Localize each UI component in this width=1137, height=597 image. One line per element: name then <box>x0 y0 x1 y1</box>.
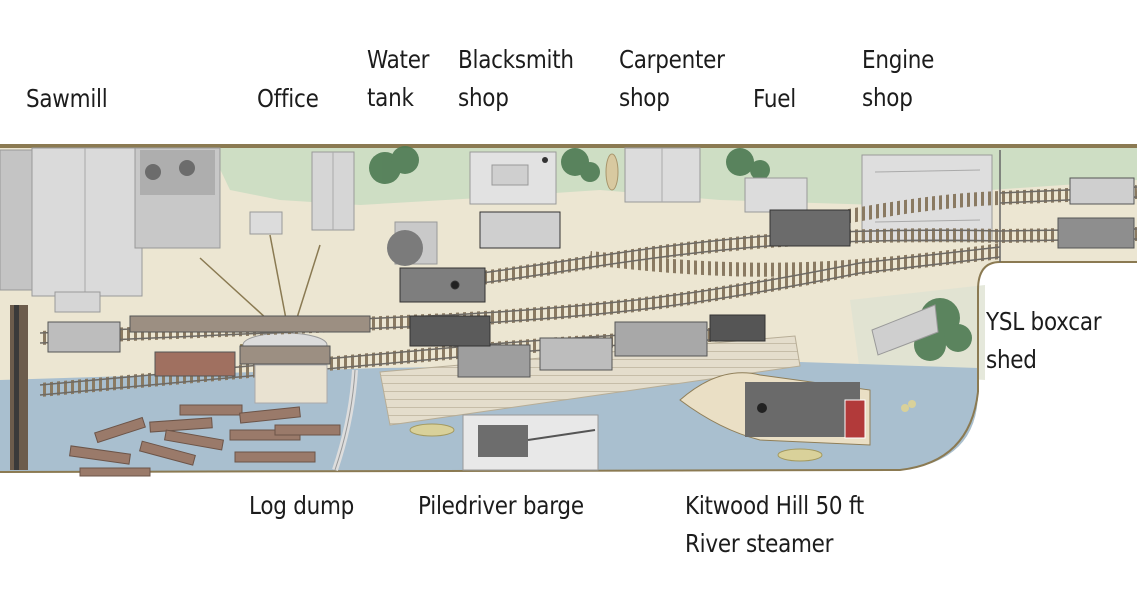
label-carpenter-line2: shop <box>619 83 670 112</box>
log-icon <box>69 404 341 477</box>
boxcar-shed <box>871 304 939 356</box>
label-fuel: Fuel <box>753 84 796 113</box>
label-boxcar-line1: YSL boxcar <box>986 307 1102 336</box>
label-piledriver-barge: Piledriver barge <box>418 491 584 520</box>
water-tank <box>387 221 438 266</box>
label-office: Office <box>257 84 319 113</box>
blacksmith-shop <box>469 151 557 205</box>
label-water-tank: Water tank <box>367 41 430 117</box>
boat-icon <box>679 372 916 462</box>
label-carpenter-shop: Carpenter shop <box>619 41 725 117</box>
locomotive-icon <box>399 209 851 347</box>
label-water-tank-line2: tank <box>367 83 414 112</box>
carpenter-shop <box>605 147 701 203</box>
label-blacksmith-shop: Blacksmith shop <box>458 41 574 117</box>
label-carpenter-line1: Carpenter <box>619 45 725 74</box>
label-engine-line1: Engine <box>862 45 935 74</box>
label-blacksmith-line2: shop <box>458 83 509 112</box>
boxcar-icon <box>47 177 1135 378</box>
label-river-steamer: Kitwood Hill 50 ft River steamer <box>685 487 864 563</box>
label-boxcar-shed: YSL boxcar shed <box>986 303 1102 379</box>
label-log-dump: Log dump <box>249 491 355 520</box>
label-blacksmith-line1: Blacksmith <box>458 45 574 74</box>
label-sawmill: Sawmill <box>26 84 108 113</box>
sawmill-building <box>0 147 221 470</box>
label-engine-shop: Engine shop <box>862 41 934 117</box>
label-steamer-line2: River steamer <box>685 529 834 558</box>
label-steamer-line1: Kitwood Hill 50 ft <box>685 491 864 520</box>
fuel-shed <box>744 177 808 213</box>
wharf-dock <box>254 335 801 471</box>
label-engine-line2: shop <box>862 83 913 112</box>
label-water-tank-line1: Water <box>367 45 430 74</box>
piledriver-barge <box>409 414 599 471</box>
flatcar-icon <box>129 315 371 377</box>
label-boxcar-line2: shed <box>986 345 1037 374</box>
